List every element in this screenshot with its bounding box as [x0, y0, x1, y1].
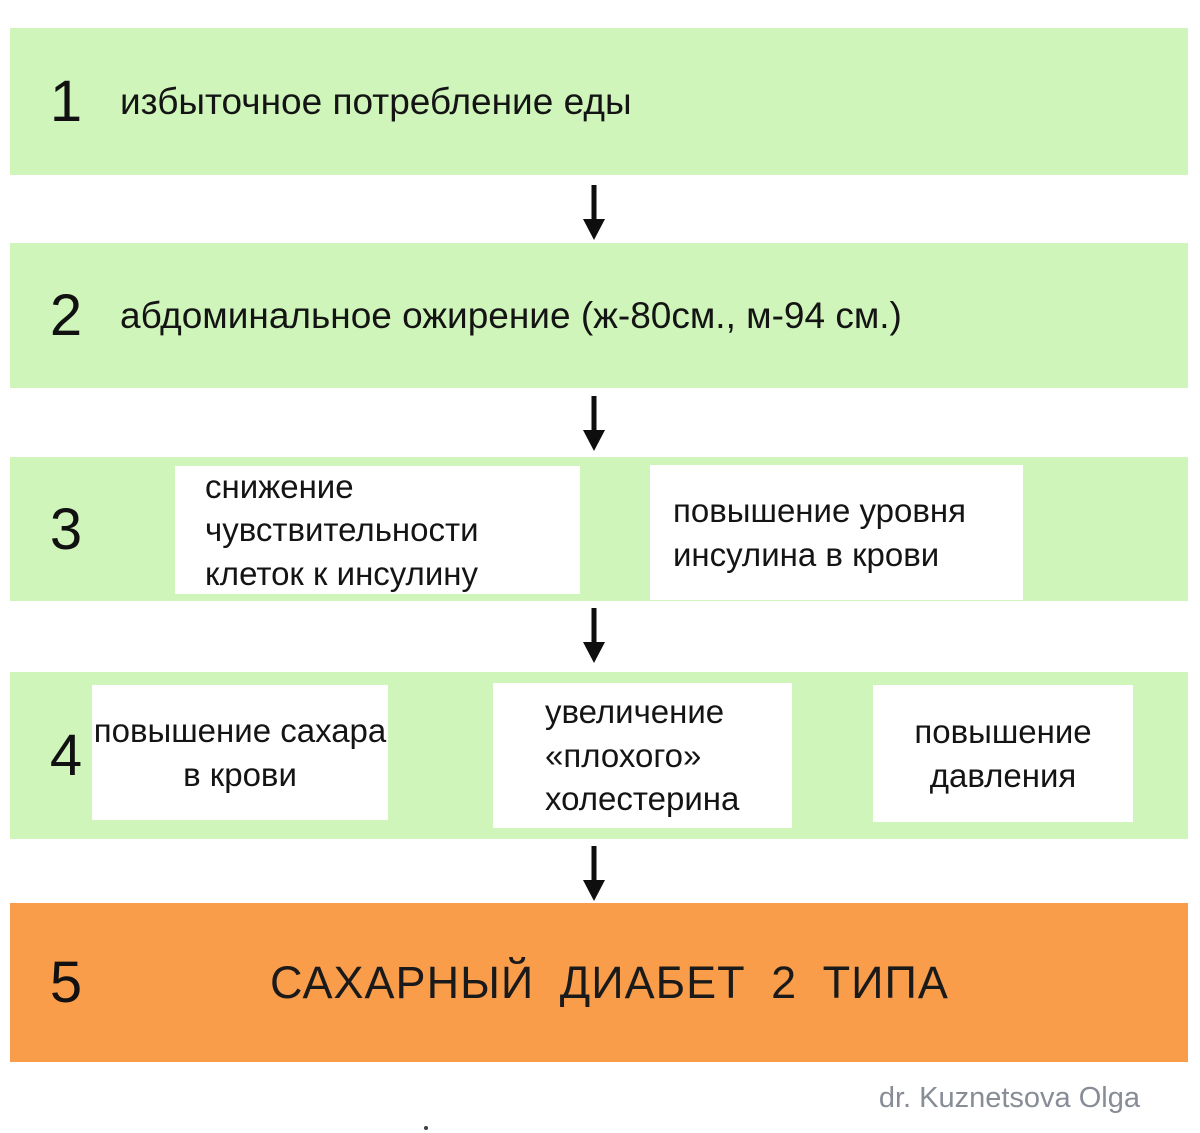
step-1-row: 1 избыточное потребление еды: [10, 28, 1188, 175]
down-arrow-icon: [583, 846, 605, 901]
step-4-card-pressure: повышение давления: [873, 685, 1133, 822]
step-5-number: 5: [49, 950, 83, 1015]
step-2-row: 2 абдоминальное ожирение (ж-80см., м-94 …: [10, 243, 1188, 388]
step-3-number: 3: [49, 496, 83, 562]
step-4-card-blood-sugar: повышение сахара в крови: [92, 685, 388, 820]
author-credit: dr. Kuznetsova Olga: [878, 1082, 1140, 1114]
step-5-result-row: 5 САХАРНЫЙ ДИАБЕТ 2 ТИПА: [10, 903, 1188, 1062]
down-arrow-icon: [583, 608, 605, 663]
step-4-card-cholesterol: увеличение «плохого» холестерина: [493, 683, 792, 828]
step-4-number: 4: [49, 723, 83, 788]
step-3-card-insulin-level: повышение уровня инсулина в крови: [650, 465, 1023, 600]
step-1-label: избыточное потребление еды: [120, 80, 632, 122]
step-4-row: 4 повышение сахара в крови увеличение «п…: [10, 672, 1188, 839]
step-3-card-insulin-sensitivity: снижение чувствительности клеток к инсул…: [175, 466, 580, 594]
bottom-artifact-dot: [424, 1126, 428, 1130]
step-2-label: абдоминальное ожирение (ж-80см., м-94 см…: [120, 294, 902, 336]
down-arrow-icon: [583, 185, 605, 240]
step-5-diagnosis-label: САХАРНЫЙ ДИАБЕТ 2 ТИПА: [270, 956, 949, 1008]
step-2-number: 2: [49, 283, 83, 348]
step-3-row: 3 снижение чувствительности клеток к инс…: [10, 457, 1188, 601]
step-1-number: 1: [49, 69, 83, 134]
down-arrow-icon: [583, 396, 605, 451]
